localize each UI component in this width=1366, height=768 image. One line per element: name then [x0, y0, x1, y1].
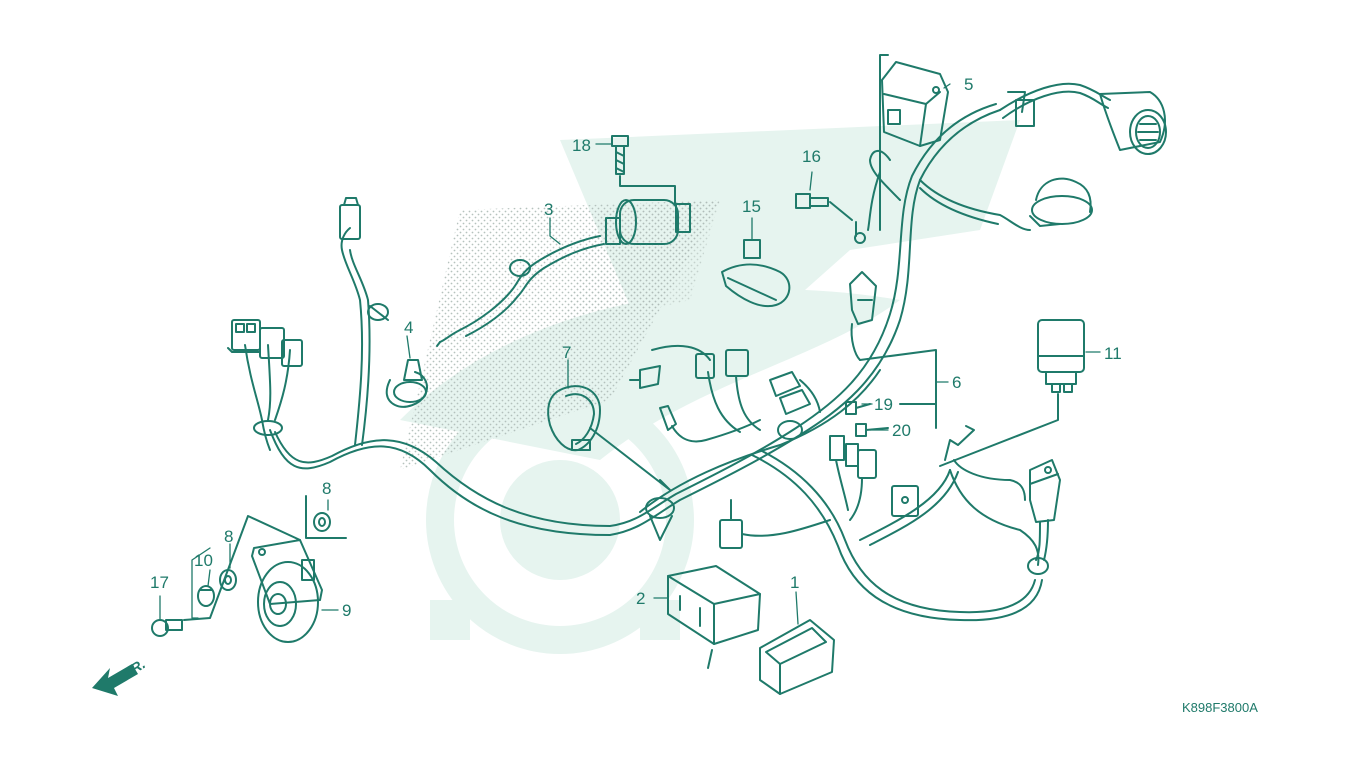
label-6: 6 — [952, 373, 961, 392]
control-unit-2 — [667, 565, 761, 669]
upper-right-cap — [1029, 177, 1093, 227]
band-clamp-7 — [547, 385, 671, 491]
headlight-socket — [1099, 91, 1167, 155]
right-connector-wire — [939, 393, 1061, 575]
washer-8-upper — [305, 495, 347, 539]
left-branch-wire — [339, 197, 389, 446]
label-5: 5 — [964, 75, 973, 94]
label-8-upper: 8 — [322, 479, 331, 498]
label-1: 1 — [790, 573, 799, 592]
label-7: 7 — [562, 343, 571, 362]
cover-1 — [759, 619, 835, 695]
label-8-lower: 8 — [224, 527, 233, 546]
label-18: 18 — [572, 136, 591, 155]
leader-lines — [159, 83, 1101, 625]
label-2: 2 — [636, 589, 645, 608]
ignition-coil — [436, 199, 691, 347]
bolt-16 — [795, 193, 866, 244]
label-11: 11 — [1104, 344, 1122, 363]
label-15: 15 — [742, 197, 761, 216]
callouts: 18 3 4 5 16 15 7 6 19 20 11 8 8 10 9 17 … — [120, 75, 1258, 715]
relay-11 — [1037, 319, 1085, 393]
spark-plug-cap — [385, 359, 428, 408]
horn-9 — [251, 539, 323, 643]
main-connectors — [629, 271, 937, 443]
mid-bottom-connector — [719, 499, 831, 549]
front-arrow-icon — [92, 664, 138, 696]
trunk-clamp — [645, 420, 803, 541]
label-17: 17 — [150, 573, 169, 592]
left-connector-group — [227, 319, 303, 451]
starter-relay — [879, 54, 949, 231]
mid-connector-cluster — [829, 435, 919, 521]
label-19: 19 — [874, 395, 893, 414]
connector-19 — [845, 401, 871, 415]
label-10: 10 — [194, 551, 213, 570]
bolt-18 — [611, 135, 676, 205]
nut-10 — [197, 585, 215, 607]
label-4: 4 — [404, 318, 413, 337]
main-wire-harness — [269, 103, 1043, 622]
label-20: 20 — [892, 421, 911, 440]
label-3: 3 — [544, 200, 553, 219]
label-9: 9 — [342, 601, 351, 620]
diagram-code: K898F3800A — [1182, 700, 1258, 715]
upper-right-wires — [867, 82, 1111, 231]
label-16: 16 — [802, 147, 821, 166]
